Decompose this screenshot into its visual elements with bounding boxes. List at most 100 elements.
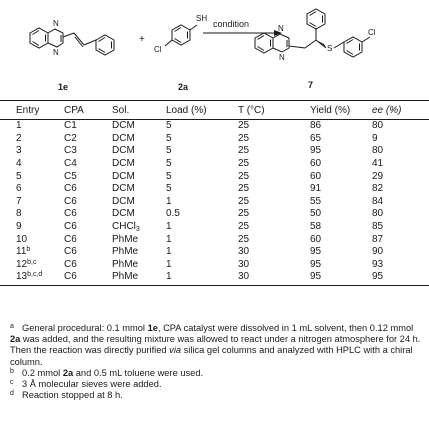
solvent-name: DCM bbox=[112, 208, 135, 220]
cell-entry: 4 bbox=[0, 158, 64, 171]
cell-load: 5 bbox=[166, 158, 172, 170]
atom-s: S bbox=[327, 44, 332, 53]
footnote-text: 3 Å molecular sieves were added. bbox=[22, 379, 162, 390]
table-header-row: Entry CPA Sol. Load (%) T (°C) Yield (%)… bbox=[0, 100, 429, 120]
atom-cl-2: Cl bbox=[368, 28, 376, 37]
solvent-name: PhMe bbox=[112, 258, 139, 270]
cell-ee: 85 bbox=[372, 221, 384, 233]
footnote-compound: 2a bbox=[10, 334, 21, 345]
atom-n-1: N bbox=[53, 19, 59, 28]
cell-yield: 58 bbox=[310, 221, 322, 233]
footnote-italic: via bbox=[169, 345, 182, 356]
cell-cpa: C6 bbox=[64, 221, 77, 233]
entry-number: 6 bbox=[16, 183, 22, 195]
cell-solvent: CHCl3 bbox=[112, 221, 166, 234]
cell-cpa: C4 bbox=[64, 158, 77, 170]
cell-entry: 11b bbox=[0, 246, 64, 259]
cell-yield: 65 bbox=[310, 132, 322, 144]
footnote-text: silica gel columns and analyzed with HPL… bbox=[10, 345, 413, 367]
cell-load: 1 bbox=[166, 233, 172, 245]
cell-load: 5 bbox=[166, 183, 172, 195]
cell-cpa: C6 bbox=[64, 195, 77, 207]
cell-solvent: DCM bbox=[112, 196, 166, 209]
solvent-name: PhMe bbox=[112, 233, 139, 245]
entry-footnote: b,c bbox=[27, 258, 37, 266]
cell-cpa: C6 bbox=[64, 246, 77, 258]
cell-yield: 60 bbox=[310, 170, 322, 182]
footnote-text: , CPA catalyst were dissolved in 1 mL so… bbox=[157, 323, 414, 333]
cell-yield: 86 bbox=[310, 120, 322, 132]
entry-number: 13 bbox=[16, 271, 28, 283]
optimization-table: Entry CPA Sol. Load (%) T (°C) Yield (%)… bbox=[0, 100, 429, 286]
solvent-subscript: 3 bbox=[135, 226, 140, 234]
entry-footnote: b bbox=[26, 246, 31, 254]
wedge-bond bbox=[316, 40, 326, 47]
atom-n-4: N bbox=[279, 53, 285, 62]
entry-number: 5 bbox=[16, 170, 22, 182]
cell-entry: 10 bbox=[0, 233, 64, 246]
cell-solvent: PhMe bbox=[112, 246, 166, 259]
footnote-text: Reaction stopped at 8 h. bbox=[22, 390, 123, 401]
cell-entry: 12b,c bbox=[0, 259, 64, 272]
cell-ee: 80 bbox=[372, 208, 384, 220]
entry-number: 1 bbox=[16, 120, 22, 132]
cell-cpa: C1 bbox=[64, 120, 77, 132]
cell-cpa: C6 bbox=[64, 233, 77, 245]
footnote-text: was added, and the resulting mixture was… bbox=[10, 334, 421, 356]
cell-temperature: 25 bbox=[238, 233, 250, 245]
atom-cl-1: Cl bbox=[154, 45, 162, 54]
cell-ee: 95 bbox=[372, 271, 429, 286]
cell-solvent: DCM bbox=[112, 145, 166, 158]
cell-yield: 91 bbox=[310, 183, 322, 195]
cell-solvent: PhMe bbox=[112, 233, 166, 246]
label-7: 7 bbox=[308, 80, 313, 90]
label-1e: 1e bbox=[58, 82, 68, 92]
entry-number: 8 bbox=[16, 208, 22, 220]
entry-number: 3 bbox=[16, 145, 22, 157]
cell-ee: 90 bbox=[372, 246, 384, 258]
cell-cpa: C3 bbox=[64, 145, 77, 157]
cell-ee: 41 bbox=[372, 158, 384, 170]
solvent-name: CHCl bbox=[112, 221, 136, 233]
footnote-compound: 2a bbox=[62, 367, 74, 378]
cell-solvent: DCM bbox=[112, 120, 166, 133]
cell-solvent: DCM bbox=[112, 170, 166, 183]
entry-number: 9 bbox=[16, 221, 22, 233]
entry-number: 11 bbox=[16, 246, 27, 258]
cell-entry: 13b,c,d bbox=[0, 271, 64, 286]
cell-yield: 95 bbox=[310, 271, 372, 286]
arrow-head bbox=[274, 30, 282, 36]
solvent-name: DCM bbox=[112, 145, 135, 157]
solvent-name: DCM bbox=[112, 183, 135, 195]
solvent-name: DCM bbox=[112, 132, 135, 144]
cell-entry: 5 bbox=[0, 170, 64, 183]
compound-1e-structure bbox=[29, 27, 115, 56]
cell-temperature: 30 bbox=[238, 258, 250, 270]
cell-yield: 95 bbox=[310, 246, 322, 258]
cell-load: 5 bbox=[166, 132, 172, 144]
col-cpa: CPA bbox=[64, 100, 112, 120]
cell-entry: 3 bbox=[0, 145, 64, 158]
cell-solvent: PhMe bbox=[112, 259, 166, 272]
cell-temperature: 25 bbox=[238, 170, 250, 182]
atom-n-2: N bbox=[53, 48, 59, 57]
atom-n-3: N bbox=[278, 24, 284, 33]
cell-ee: 9 bbox=[372, 132, 378, 144]
cell-ee: 84 bbox=[372, 195, 384, 207]
col-temperature: T (°C) bbox=[238, 100, 310, 120]
cell-temperature: 25 bbox=[238, 120, 250, 132]
col-ee: ee (%) bbox=[372, 100, 429, 120]
label-2a: 2a bbox=[178, 82, 189, 92]
cell-load: 1 bbox=[166, 221, 172, 233]
cell-yield: 95 bbox=[310, 145, 322, 157]
